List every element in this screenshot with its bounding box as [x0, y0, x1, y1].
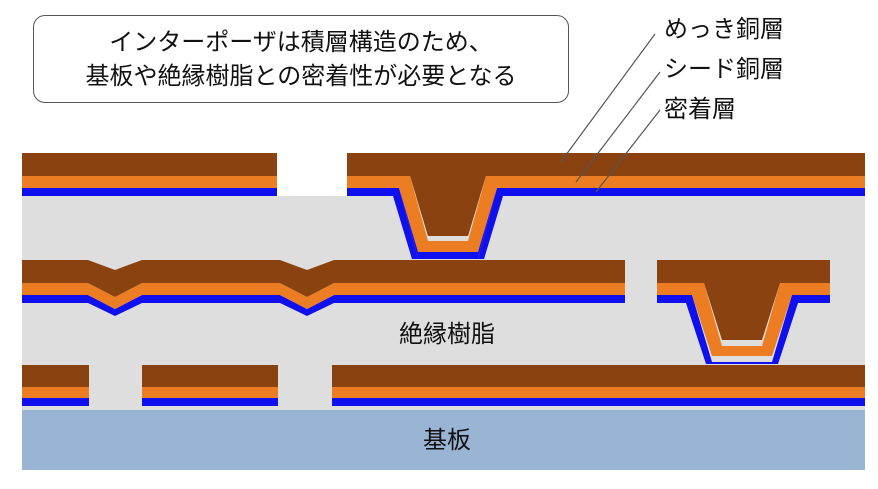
callout-line-2: 基板や絶縁樹脂との密着性が必要となる	[85, 62, 517, 90]
plated-copper-layer	[332, 365, 865, 387]
leader-line-seed-copper	[575, 71, 661, 183]
plated-copper-layer	[22, 260, 625, 297]
wiring-layer-1	[22, 153, 865, 259]
leader-line-plated-copper	[559, 33, 656, 164]
seed-copper-layer	[347, 176, 865, 252]
substrate-body	[22, 410, 865, 470]
label-substrate: 基板	[423, 426, 471, 454]
adhesion-layer	[22, 398, 89, 406]
plated-copper-layer	[22, 153, 277, 176]
wiring-layer-2	[22, 260, 830, 364]
label-plated-copper: めっき銅層	[664, 15, 784, 43]
plated-copper-layer	[22, 365, 89, 387]
plated-copper-layer	[657, 260, 830, 340]
label-seed-copper: シード銅層	[664, 55, 784, 83]
seed-copper-layer	[657, 283, 830, 356]
wiring-layer-3	[22, 365, 865, 406]
adhesion-layer	[22, 188, 277, 196]
adhesion-layer	[347, 188, 865, 259]
seed-copper-layer	[332, 387, 865, 398]
adhesion-layer	[22, 295, 625, 316]
adhesion-layer	[142, 398, 278, 406]
adhesion-layer	[657, 295, 830, 364]
leader-line-adhesion	[595, 109, 661, 193]
seed-copper-layer	[142, 387, 278, 398]
seed-copper-layer	[22, 387, 89, 398]
label-insulating-resin: 絶縁樹脂	[399, 320, 495, 348]
callout-line-1: インターポーザは積層構造のため、	[109, 28, 493, 56]
adhesion-layer	[332, 398, 865, 406]
label-adhesion-layer: 密着層	[664, 95, 736, 123]
plated-copper-layer	[142, 365, 278, 387]
plated-copper-layer	[347, 153, 865, 236]
seed-copper-layer	[22, 176, 277, 188]
callout-box: インターポーザは積層構造のため、 基板や絶縁樹脂との密着性が必要となる	[33, 15, 569, 103]
seed-copper-layer	[22, 283, 625, 309]
